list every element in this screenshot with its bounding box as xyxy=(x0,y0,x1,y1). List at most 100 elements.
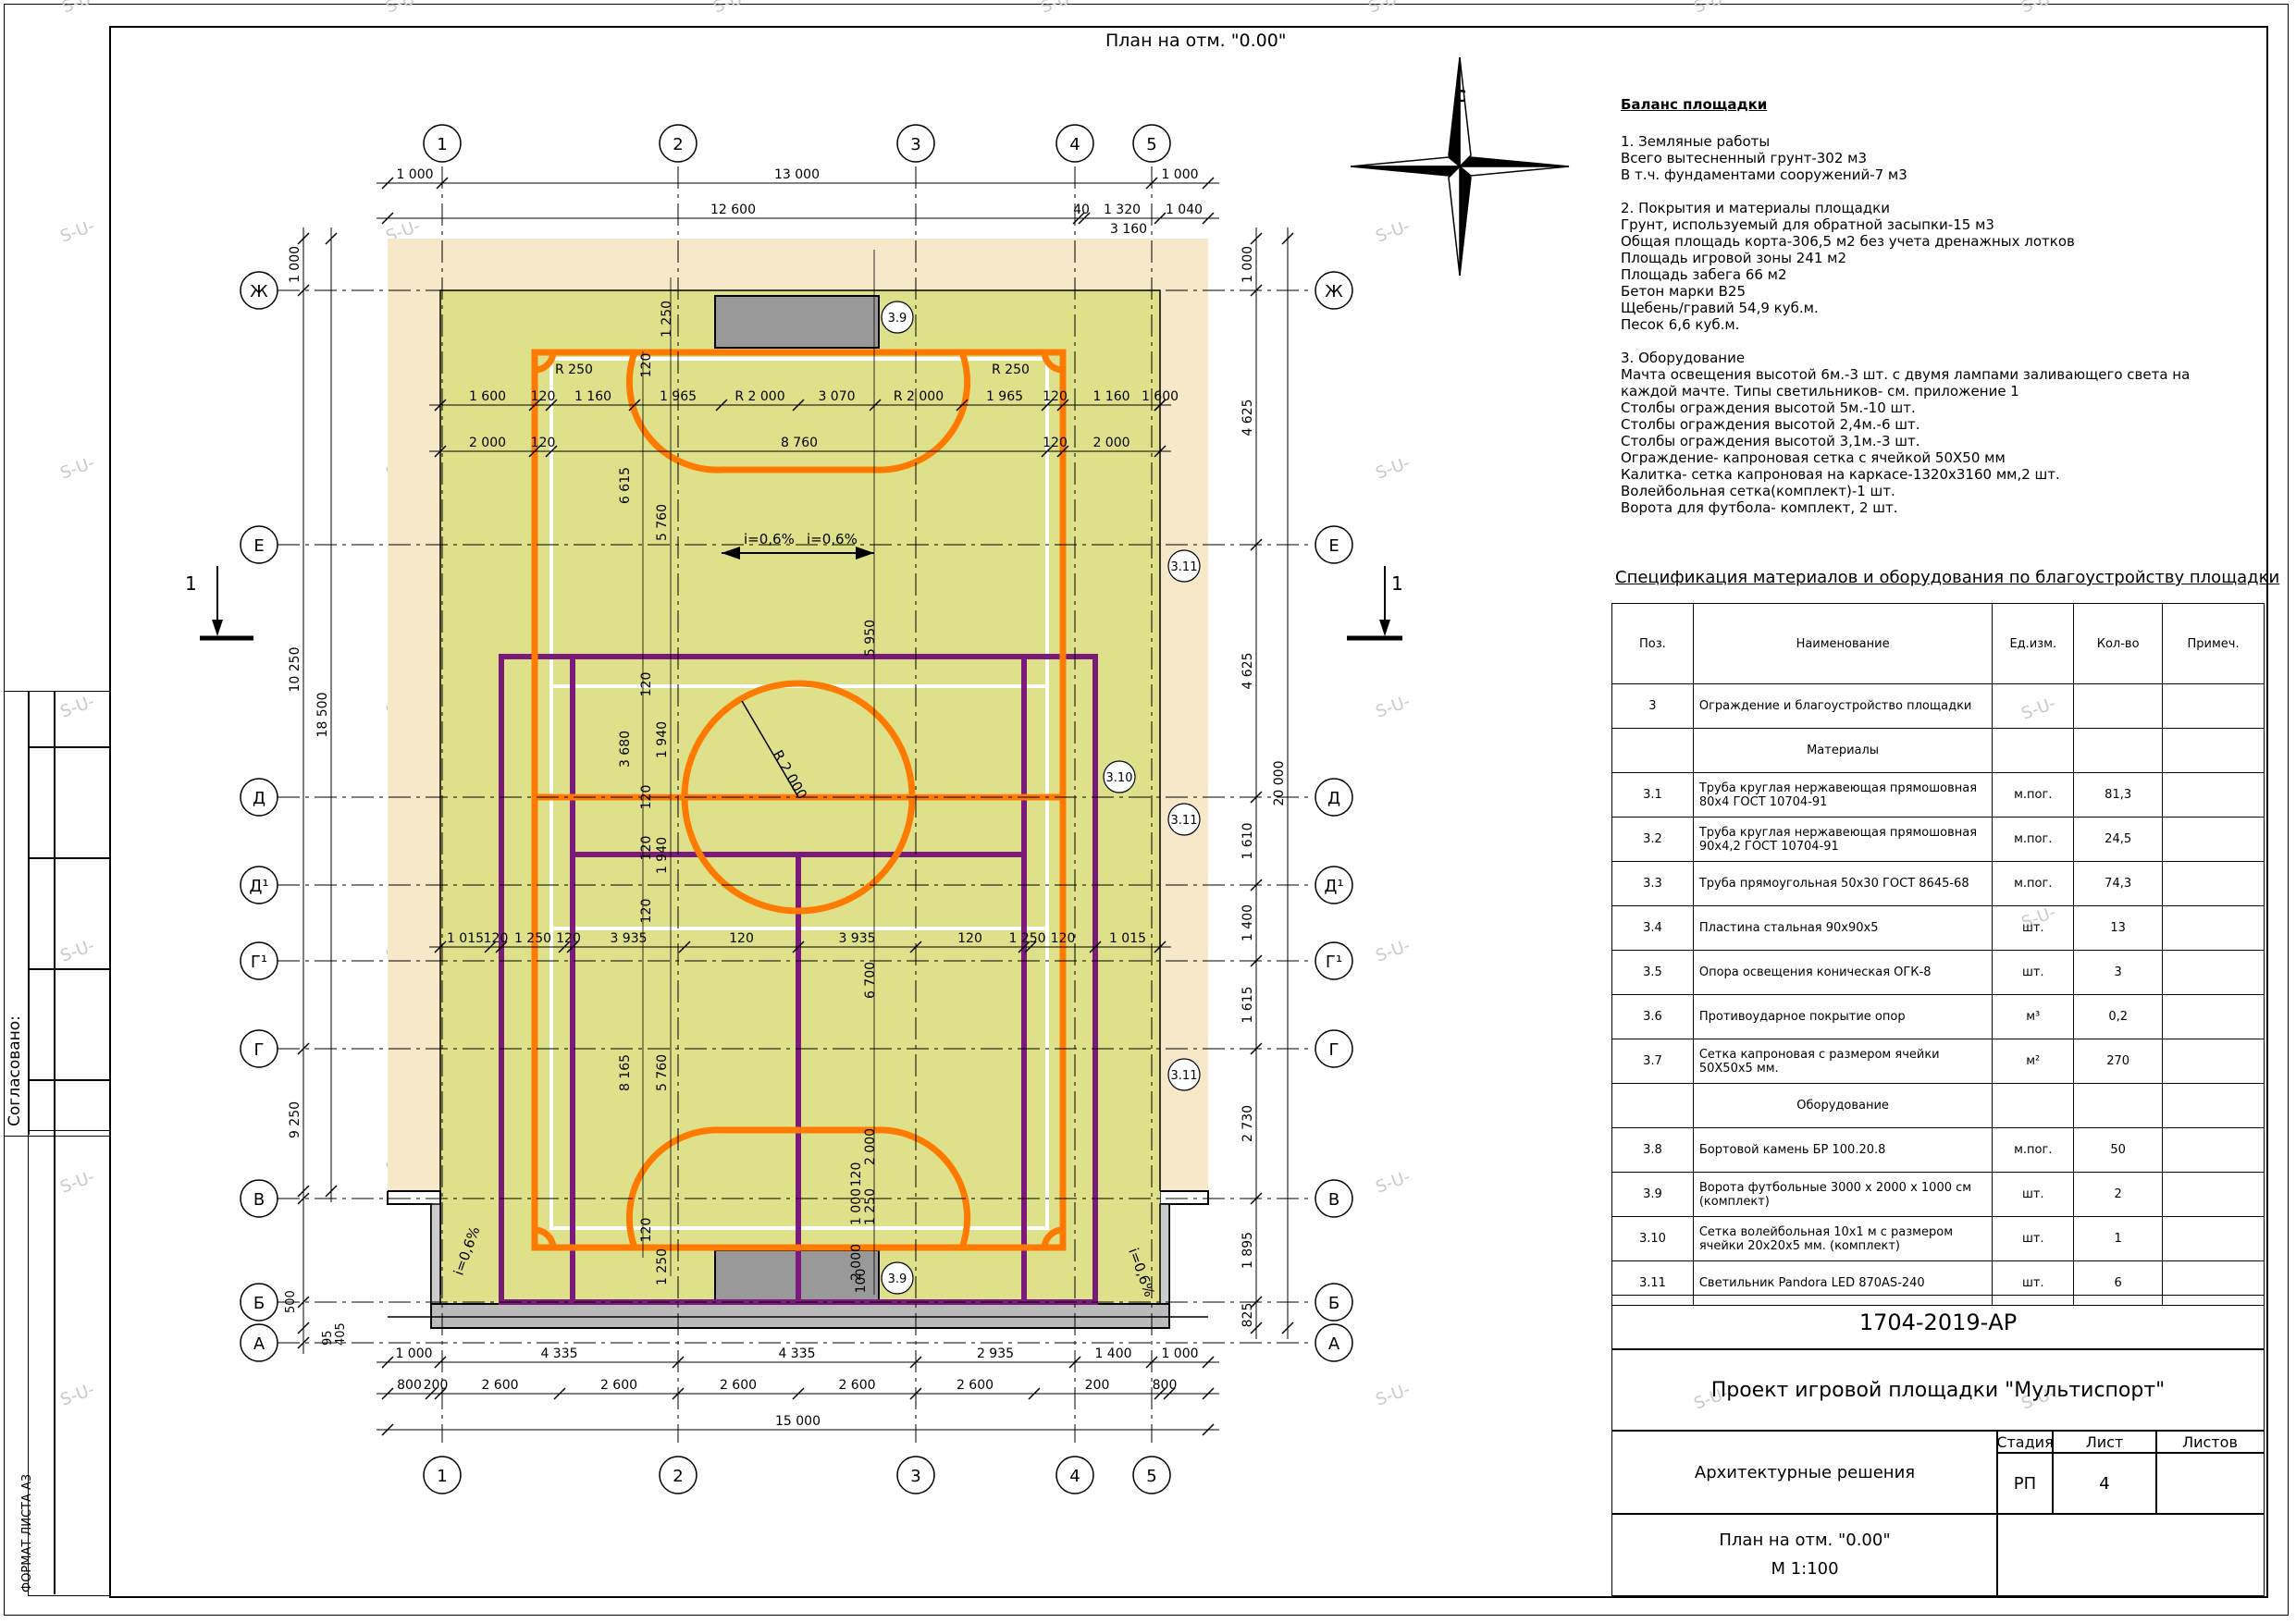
spec-name: Бортовой камень БР 100.20.8 xyxy=(1692,1127,1994,1173)
dim-court-row1-label: 1 160 xyxy=(574,389,611,404)
dim-top-row2-label: 1 320 xyxy=(1104,203,1141,217)
axis-bubble-top-label: 2 xyxy=(673,135,683,154)
spec-name: Труба прямоугольная 50х30 ГОСТ 8645-68 xyxy=(1692,861,1994,906)
dim-middle-label: 120 xyxy=(556,931,581,946)
tb-empty xyxy=(1996,1513,2265,1596)
dim-left-inner-label: 10 250 xyxy=(288,647,302,693)
tb-sheets-header: Листов xyxy=(2155,1430,2265,1454)
watermark: S-U- xyxy=(1374,1167,1413,1198)
right-wall-hatch xyxy=(1159,1203,1170,1305)
callout-marker: 3.11 xyxy=(1167,803,1201,836)
spec-qty xyxy=(2073,683,2164,729)
balance-line: Общая площадь корта-306,5 м2 без учета д… xyxy=(1621,233,2075,250)
dim-inner-label: 120 xyxy=(639,836,654,861)
dim-court-row1-label: 1 965 xyxy=(986,389,1023,404)
dim-inner-label: 5 950 xyxy=(863,620,878,657)
dim-middle-label: 120 xyxy=(1051,931,1076,946)
spec-pos: 3.3 xyxy=(1611,861,1694,906)
dim-inner-label: 2 000 xyxy=(863,1128,878,1165)
axis-bubble-left: Д xyxy=(240,778,278,817)
axis-bubble-left-label: Г¹ xyxy=(251,953,267,972)
dim-inner-label: 1 940 xyxy=(655,721,670,758)
axis-bubble-top-label: 5 xyxy=(1146,135,1156,154)
watermark: S-U- xyxy=(58,936,98,966)
tb-sheet-header: Лист xyxy=(2052,1430,2157,1454)
spec-pos: 3.10 xyxy=(1611,1216,1694,1261)
spec-unit: м.пог. xyxy=(1992,861,2075,906)
axis-bubble-right-label: Б xyxy=(1328,1294,1339,1313)
dim-bottom-row1-label: 2 935 xyxy=(977,1346,1014,1361)
axis-bubble-top: 4 xyxy=(1055,124,1094,163)
callout-marker: 3.11 xyxy=(1167,549,1201,583)
callout-marker-label: 3.9 xyxy=(888,1273,907,1286)
spec-note xyxy=(2162,1039,2265,1084)
axis-bubble-right-label: А xyxy=(1328,1334,1340,1354)
dim-court-row1-label: 120 xyxy=(531,389,556,404)
watermark: S-U- xyxy=(1374,453,1413,484)
dim-left-inner-label: 9 250 xyxy=(288,1101,302,1138)
dim-middle-label: 1 250 xyxy=(1008,931,1045,946)
axis-bubble-left-label: А xyxy=(253,1334,265,1354)
axis-bubble-bottom-label: 5 xyxy=(1146,1467,1156,1486)
dim-middle-label: 3 935 xyxy=(610,931,647,946)
slope-right: i=0,6% xyxy=(807,531,858,547)
tb-section: Архитектурные решения xyxy=(1611,1430,1998,1515)
spec-name: Противоударное покрытие опор xyxy=(1692,994,1994,1039)
axis-bubble-left-label: Г xyxy=(254,1040,265,1060)
dim-left-405: 405 xyxy=(334,1322,348,1346)
spec-pos: 3.8 xyxy=(1611,1127,1694,1173)
dim-inner-label: 1 250 xyxy=(863,1188,878,1225)
spec-unit: шт. xyxy=(1992,1260,2075,1306)
dim-inner-label: 1 250 xyxy=(660,301,674,338)
callout-marker: 3.9 xyxy=(881,1261,914,1295)
balance-line: Столбы ограждения высотой 5м.-10 шт. xyxy=(1621,400,1916,416)
dim-top-row2-label: 40 xyxy=(1073,203,1090,217)
dim-right-label: 1 615 xyxy=(1241,986,1255,1023)
watermark: S-U- xyxy=(1366,0,1406,18)
spec-unit: м.пог. xyxy=(1992,772,2075,818)
dim-left-outer-label: 18 500 xyxy=(315,693,330,738)
axis-bubble-right-label: Д xyxy=(1327,789,1340,808)
dim-bottom-row1-label: 1 400 xyxy=(1094,1346,1131,1361)
dim-top-row1-label: 1 000 xyxy=(1161,167,1198,182)
axis-bubble-bottom: 4 xyxy=(1055,1456,1094,1494)
balance-line: В т.ч. фундаментами сооружений-7 м3 xyxy=(1621,166,1907,183)
dim-bottom-row1-label: 4 335 xyxy=(778,1346,815,1361)
dim-middle-label: 120 xyxy=(484,931,509,946)
agreement-stamp-grid xyxy=(28,691,109,1135)
axis-bubble-top: 3 xyxy=(896,124,935,163)
spec-unit: шт. xyxy=(1992,1216,2075,1261)
dim-right-label: 825 xyxy=(1241,1303,1255,1328)
axis-bubble-bottom: 3 xyxy=(896,1456,935,1494)
balance-line: Столбы ограждения высотой 3,1м.-3 шт. xyxy=(1621,433,1920,449)
spec-pos: 3.5 xyxy=(1611,950,1694,995)
dim-bottom-row2-label: 800 xyxy=(1153,1378,1178,1393)
spec-name: Сетка волейбольная 10х1 м с размером яче… xyxy=(1692,1216,1994,1261)
plan-title: План на отм. "0.00" xyxy=(1105,31,1287,51)
tb-stage-header: Стадия xyxy=(1996,1430,2054,1454)
balance-line: Калитка- сетка капроновая на каркасе-132… xyxy=(1621,466,2060,483)
balance-line: Площадь игровой зоны 241 м2 xyxy=(1621,250,1847,266)
spec-unit: м² xyxy=(1992,1039,2075,1084)
spec-note xyxy=(2162,861,2265,906)
axis-bubble-left-label: Д¹ xyxy=(249,877,268,896)
dim-inner-label: 6 615 xyxy=(618,467,633,504)
dim-3160: 3 160 xyxy=(1110,222,1147,237)
dim-bottom-row2-label: 200 xyxy=(1085,1378,1110,1393)
axis-bubble-right: А xyxy=(1315,1323,1353,1362)
spec-qty: 74,3 xyxy=(2073,861,2164,906)
axis-bubble-right: Ж xyxy=(1315,271,1353,310)
dim-court-row2-label: 2 000 xyxy=(1092,436,1129,450)
spec-name: Труба круглая нержавеющая прямошовная 80… xyxy=(1692,772,1994,818)
watermark: S-U- xyxy=(1374,216,1413,247)
watermark: S-U- xyxy=(2019,0,2059,18)
